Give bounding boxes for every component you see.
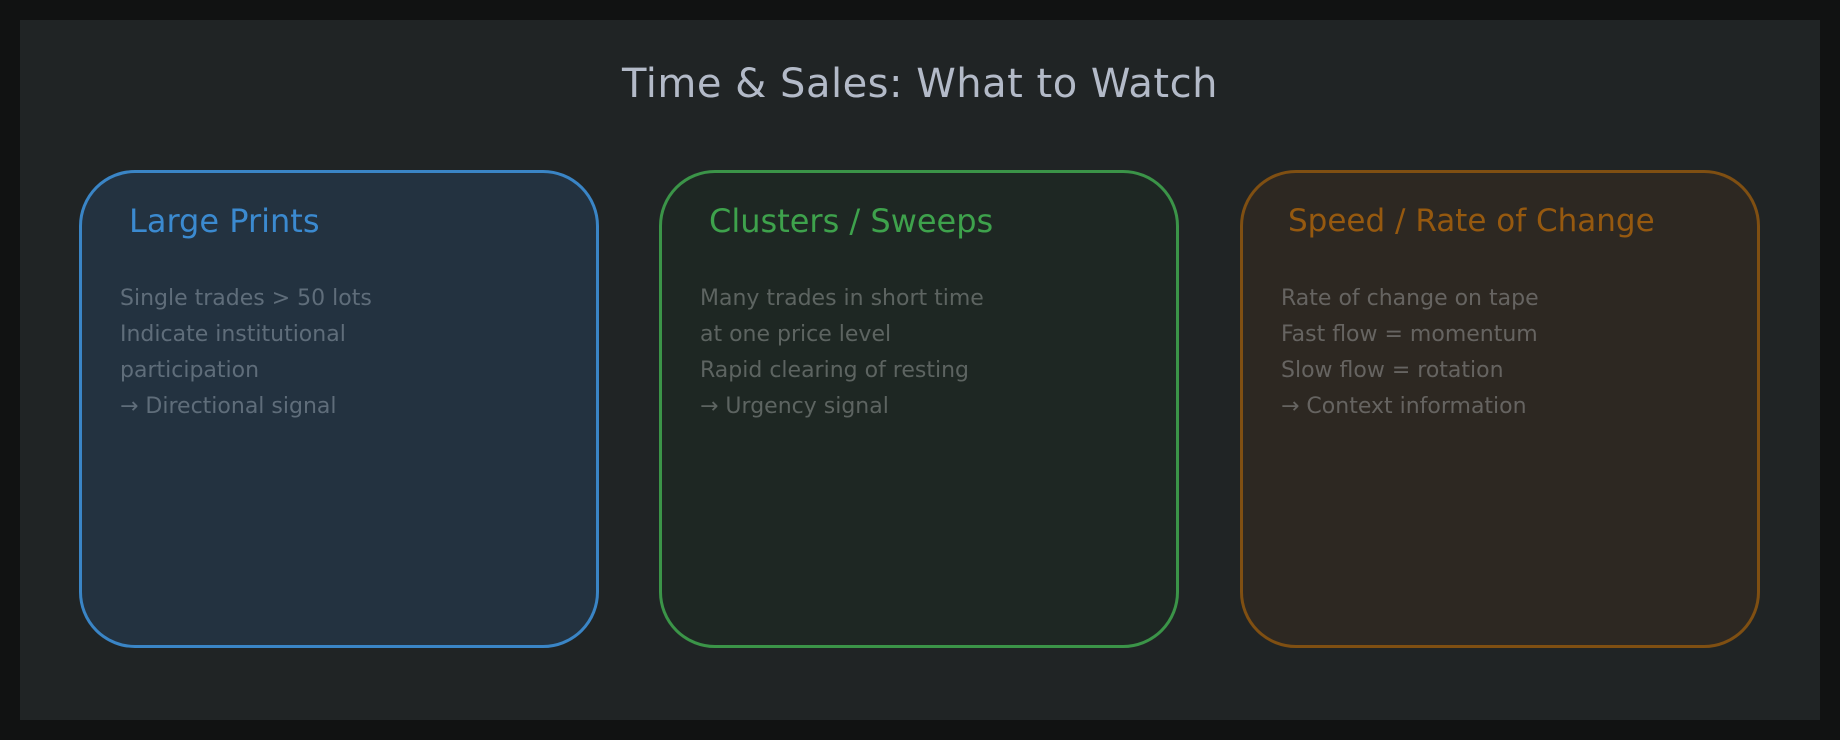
card-heading: Large Prints xyxy=(129,202,320,240)
card-line: Rapid clearing of resting xyxy=(700,358,970,383)
card-line: Indicate institutional xyxy=(120,322,346,347)
card-line: → Directional signal xyxy=(120,394,337,419)
card-body: Rate of change on tape Fast flow = momen… xyxy=(1281,281,1539,425)
card-line: Fast flow = momentum xyxy=(1281,322,1538,347)
card-line: participation xyxy=(120,358,260,383)
card-line: Slow flow = rotation xyxy=(1281,358,1504,383)
card-speed-rate-of-change: Speed / Rate of Change Rate of change on… xyxy=(1240,170,1760,648)
card-line: → Urgency signal xyxy=(700,394,889,419)
card-line: at one price level xyxy=(700,322,892,347)
card-line: Many trades in short time xyxy=(700,286,984,311)
card-clusters-sweeps: Clusters / Sweeps Many trades in short t… xyxy=(659,170,1179,648)
card-large-prints: Large Prints Single trades > 50 lots Ind… xyxy=(79,170,599,648)
card-body: Single trades > 50 lots Indicate institu… xyxy=(120,281,372,425)
card-line: Rate of change on tape xyxy=(1281,286,1539,311)
card-line: Single trades > 50 lots xyxy=(120,286,372,311)
card-heading: Clusters / Sweeps xyxy=(709,202,994,240)
card-heading: Speed / Rate of Change xyxy=(1288,203,1655,239)
diagram-title: Time & Sales: What to Watch xyxy=(622,61,1218,107)
card-line: → Context information xyxy=(1281,394,1527,419)
card-body: Many trades in short time at one price l… xyxy=(700,281,984,425)
